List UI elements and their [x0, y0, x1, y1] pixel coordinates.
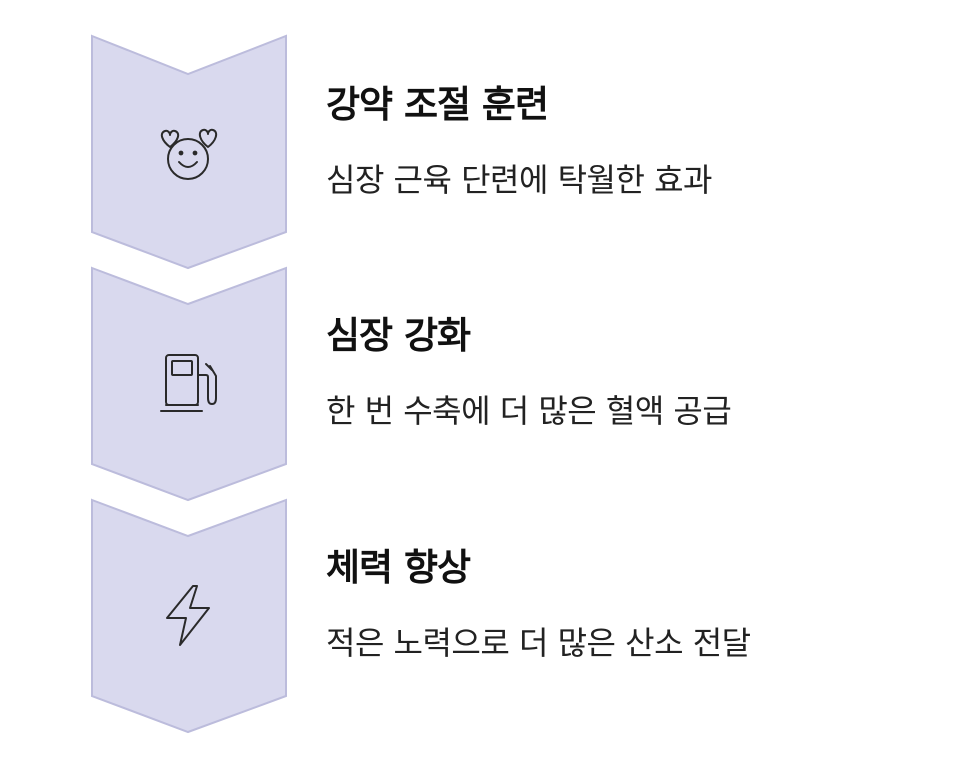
step-3: 체력 향상 적은 노력으로 더 많은 산소 전달 — [0, 0, 972, 662]
chevron-step-2 — [91, 266, 287, 502]
step-2: 심장 강화 한 번 수축에 더 많은 혈액 공급 — [0, 0, 972, 430]
step-title: 심장 강화 — [326, 314, 471, 357]
step-description: 심장 근육 단련에 탁월한 효과 — [326, 161, 712, 199]
step-1: 강약 조절 훈련 심장 근육 단련에 탁월한 효과 — [0, 0, 972, 240]
step-title: 체력 향상 — [326, 546, 471, 589]
smiley-hearts-icon — [160, 128, 218, 180]
step-description: 한 번 수축에 더 많은 혈액 공급 — [326, 392, 732, 430]
chevron-step-1 — [91, 34, 287, 270]
chevron-step-3 — [91, 498, 287, 734]
lightning-bolt-icon — [166, 585, 210, 646]
fuel-pump-icon — [160, 354, 217, 412]
step-description: 적은 노력으로 더 많은 산소 전달 — [326, 624, 751, 662]
step-title: 강약 조절 훈련 — [326, 83, 549, 126]
